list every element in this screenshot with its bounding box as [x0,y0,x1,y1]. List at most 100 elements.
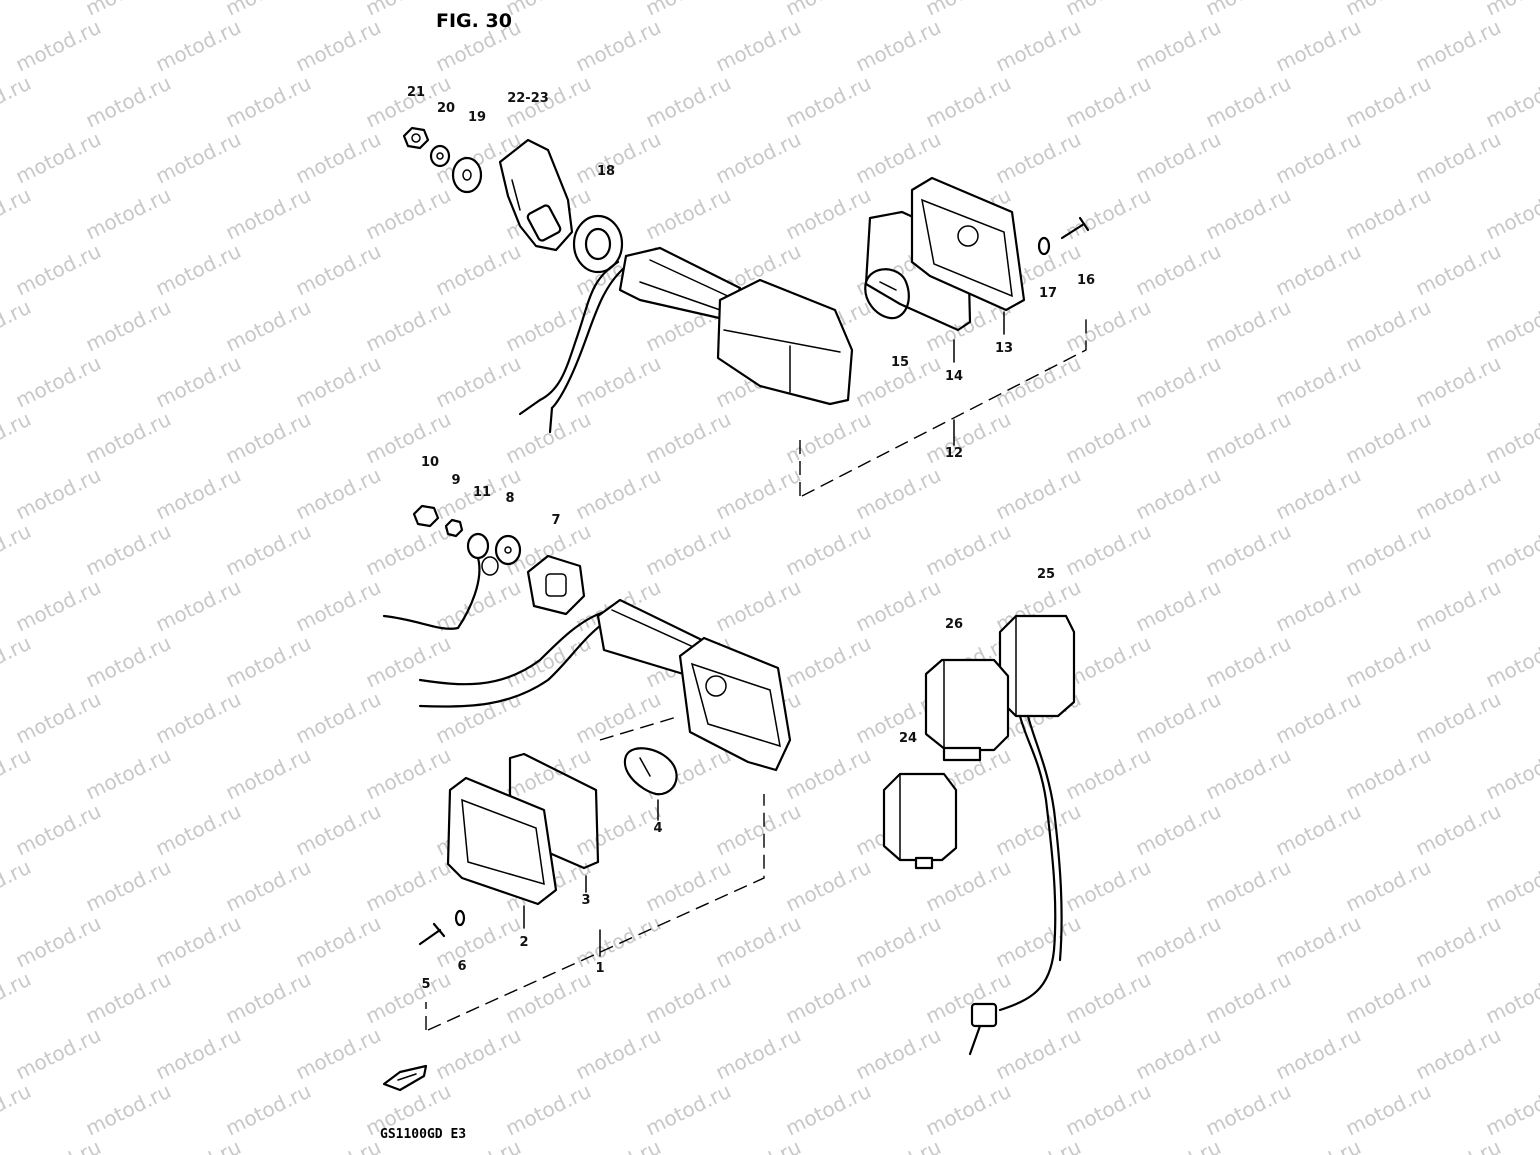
watermark-text: motod.ru [642,183,735,245]
callout-labels: 21 20 19 22-23 18 16 17 13 15 14 12 10 9… [407,85,1095,992]
watermark-text: motod.ru [852,15,945,77]
watermark-text: motod.ru [852,911,945,973]
callout-3: 3 [581,893,590,908]
watermark-text: motod.ru [222,407,315,469]
watermark-text: motod.ru [1342,631,1435,693]
washer-8 [494,534,522,566]
watermark-text: motod.ru [82,407,175,469]
watermark-text: motod.ru [222,183,315,245]
watermark-text: motod.ru [222,743,315,805]
watermark-text: motod.ru [572,911,665,973]
watermark-text: motod.ru [1202,0,1295,20]
callout-19: 19 [468,110,486,125]
watermark-text: motod.ru [152,911,245,973]
watermark-text: motod.ru [1482,967,1540,1029]
watermark-text: motod.ru [1272,15,1365,77]
callout-4: 4 [653,821,662,836]
watermark-text: motod.ru [1132,911,1225,973]
watermark-text: motod.ru [572,1135,665,1155]
watermark-text: motod.ru [292,351,385,413]
watermark-text: motod.ru [292,911,385,973]
watermark-text: motod.ru [292,1135,385,1155]
watermark-text: motod.ru [222,1079,315,1141]
watermark-text: motod.ru [1412,1023,1505,1085]
watermark-text: motod.ru [782,743,875,805]
nut-6 [454,909,466,927]
lock-washer-20 [429,144,451,168]
watermark-text: motod.ru [712,1135,805,1155]
watermark-text: motod.ru [642,855,735,917]
watermark-text: motod.ru [1272,687,1365,749]
watermark-text: motod.ru [1272,911,1365,973]
watermark-text: motod.ru [152,1023,245,1085]
watermark-text: motod.ru [1482,295,1540,357]
callout-17: 17 [1039,286,1057,301]
lens-2 [446,776,558,906]
watermark-text: motod.ru [12,127,105,189]
watermark-text: motod.ru [782,631,875,693]
watermark-text: motod.ru [222,855,315,917]
watermark-text: motod.ru [642,407,735,469]
watermark-text: motod.ru [82,1079,175,1141]
watermark-text: motod.ru [992,463,1085,525]
watermark-text: motod.ru [1202,71,1295,133]
watermark-text: motod.ru [1132,463,1225,525]
watermark-text: motod.ru [1062,407,1155,469]
watermark-text: motod.ru [292,1023,385,1085]
watermark-text: motod.ru [1202,1079,1295,1141]
callout-12: 12 [945,446,963,461]
watermark-text: motod.ru [152,687,245,749]
watermark-text: motod.ru [1412,351,1505,413]
watermark-text: motod.ru [292,15,385,77]
callout-14: 14 [945,369,963,384]
watermark-text: motod.ru [1062,71,1155,133]
watermark-text: motod.ru [1132,1023,1225,1085]
watermark-text: motod.ru [712,127,805,189]
watermark-text: motod.ru [292,575,385,637]
watermark-text: motod.ru [1062,967,1155,1029]
watermark-text: motod.ru [1412,1135,1505,1155]
watermark-text: motod.ru [642,71,735,133]
watermark-text: motod.ru [12,1135,105,1155]
callout-13: 13 [995,341,1013,356]
watermark-text: motod.ru [922,0,1015,20]
watermark-text: motod.ru [782,519,875,581]
watermark-text: motod.ru [432,911,525,973]
bracket-22-23 [498,138,574,252]
watermark-text: motod.ru [222,0,315,20]
watermark-text: motod.ru [712,463,805,525]
watermark-text: motod.ru [12,239,105,301]
callout-21: 21 [407,85,425,100]
watermark-text: motod.ru [292,239,385,301]
watermark-text: motod.ru [922,855,1015,917]
watermark-text: motod.ru [1342,407,1435,469]
watermark-text: motod.ru [292,127,385,189]
watermark-text: motod.ru [222,519,315,581]
callout-15: 15 [891,355,909,370]
callout-1: 1 [595,961,604,976]
watermark-text: motod.ru [1062,1079,1155,1141]
watermark-text: motod.ru [1412,911,1505,973]
watermark-text: motod.ru [992,911,1085,973]
watermark-text: motod.ru [1272,239,1365,301]
watermark-text: motod.ru [1062,0,1155,20]
watermark-text: motod.ru [362,855,455,917]
watermark-text: motod.ru [1482,519,1540,581]
watermark-text: motod.ru [1412,799,1505,861]
watermark-text: motod.ru [852,1023,945,1085]
watermark-text: motod.ru [1132,1135,1225,1155]
watermark-text: motod.ru [922,967,1015,1029]
nut-17 [1037,236,1051,256]
watermark-text: motod.ru [712,575,805,637]
watermark-text: motod.ru [1412,127,1505,189]
watermark-text: motod.ru [572,687,665,749]
callout-10: 10 [421,455,439,470]
watermark-text: motod.ru [1342,0,1435,20]
callout-11: 11 [473,485,491,500]
watermark-text: motod.ru [1202,519,1295,581]
watermark-text: motod.ru [1482,855,1540,917]
watermark-text: motod.ru [922,519,1015,581]
watermark-text: motod.ru [82,631,175,693]
callout-6: 6 [457,959,466,974]
